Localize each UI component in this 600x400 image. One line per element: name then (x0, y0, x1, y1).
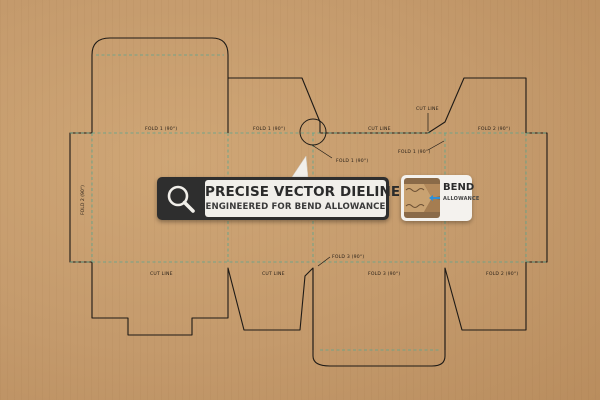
dieline-fold-lines (70, 54, 547, 351)
fold-highlight-arrow (311, 144, 333, 159)
bend-subtitle: ALLOWANCE (443, 196, 480, 202)
label-fold-top-left: FOLD 1 (90°) (145, 126, 177, 132)
label-fold-top-right: FOLD 2 (90°) (478, 126, 510, 132)
corrugated-bend-icon (404, 178, 440, 218)
badge-subline: ENGINEERED FOR BEND ALLOWANCE (205, 202, 386, 212)
fold-highlight-circle (299, 118, 327, 146)
label-cut-top-center: CUT LINE (368, 126, 391, 132)
badge-pointer-tail (291, 155, 309, 178)
dieline-cut-inner (312, 268, 446, 350)
badge-headline: PRECISE VECTOR DIELINE (205, 184, 401, 200)
label-fold-left-side: FOLD 2 (90°) (80, 185, 86, 215)
label-cut-bottom-left: CUT LINE (150, 271, 173, 277)
precise-dieline-badge: PRECISE VECTOR DIELINE ENGINEERED FOR BE… (157, 177, 401, 220)
label-fold-pointer-right: FOLD 1 (90°) (398, 149, 430, 155)
label-cut-bottom-mid: CUT LINE (262, 271, 285, 277)
magnifier-icon (157, 177, 205, 220)
label-fold-bottom-mid: FOLD 3 (90°) (368, 271, 400, 277)
bend-allowance-card: BEND ALLOWANCE (401, 175, 479, 221)
dieline-cut-outline (69, 37, 548, 367)
bend-title: BEND (443, 182, 475, 193)
label-cut-top-right: CUT LINE (416, 106, 439, 112)
fold-pointer-right-line (427, 140, 445, 151)
label-fold-bottom-pointer: FOLD 3 (90°) (332, 254, 364, 260)
badge-text-panel: PRECISE VECTOR DIELINE ENGINEERED FOR BE… (205, 180, 401, 217)
label-fold-top-mid: FOLD 1 (90°) (253, 126, 285, 132)
label-fold-pointer-center: FOLD 1 (90°) (336, 158, 368, 164)
fold-bottom-pointer-line (317, 256, 331, 267)
label-fold-right-lower: FOLD 2 (90°) (486, 271, 518, 277)
